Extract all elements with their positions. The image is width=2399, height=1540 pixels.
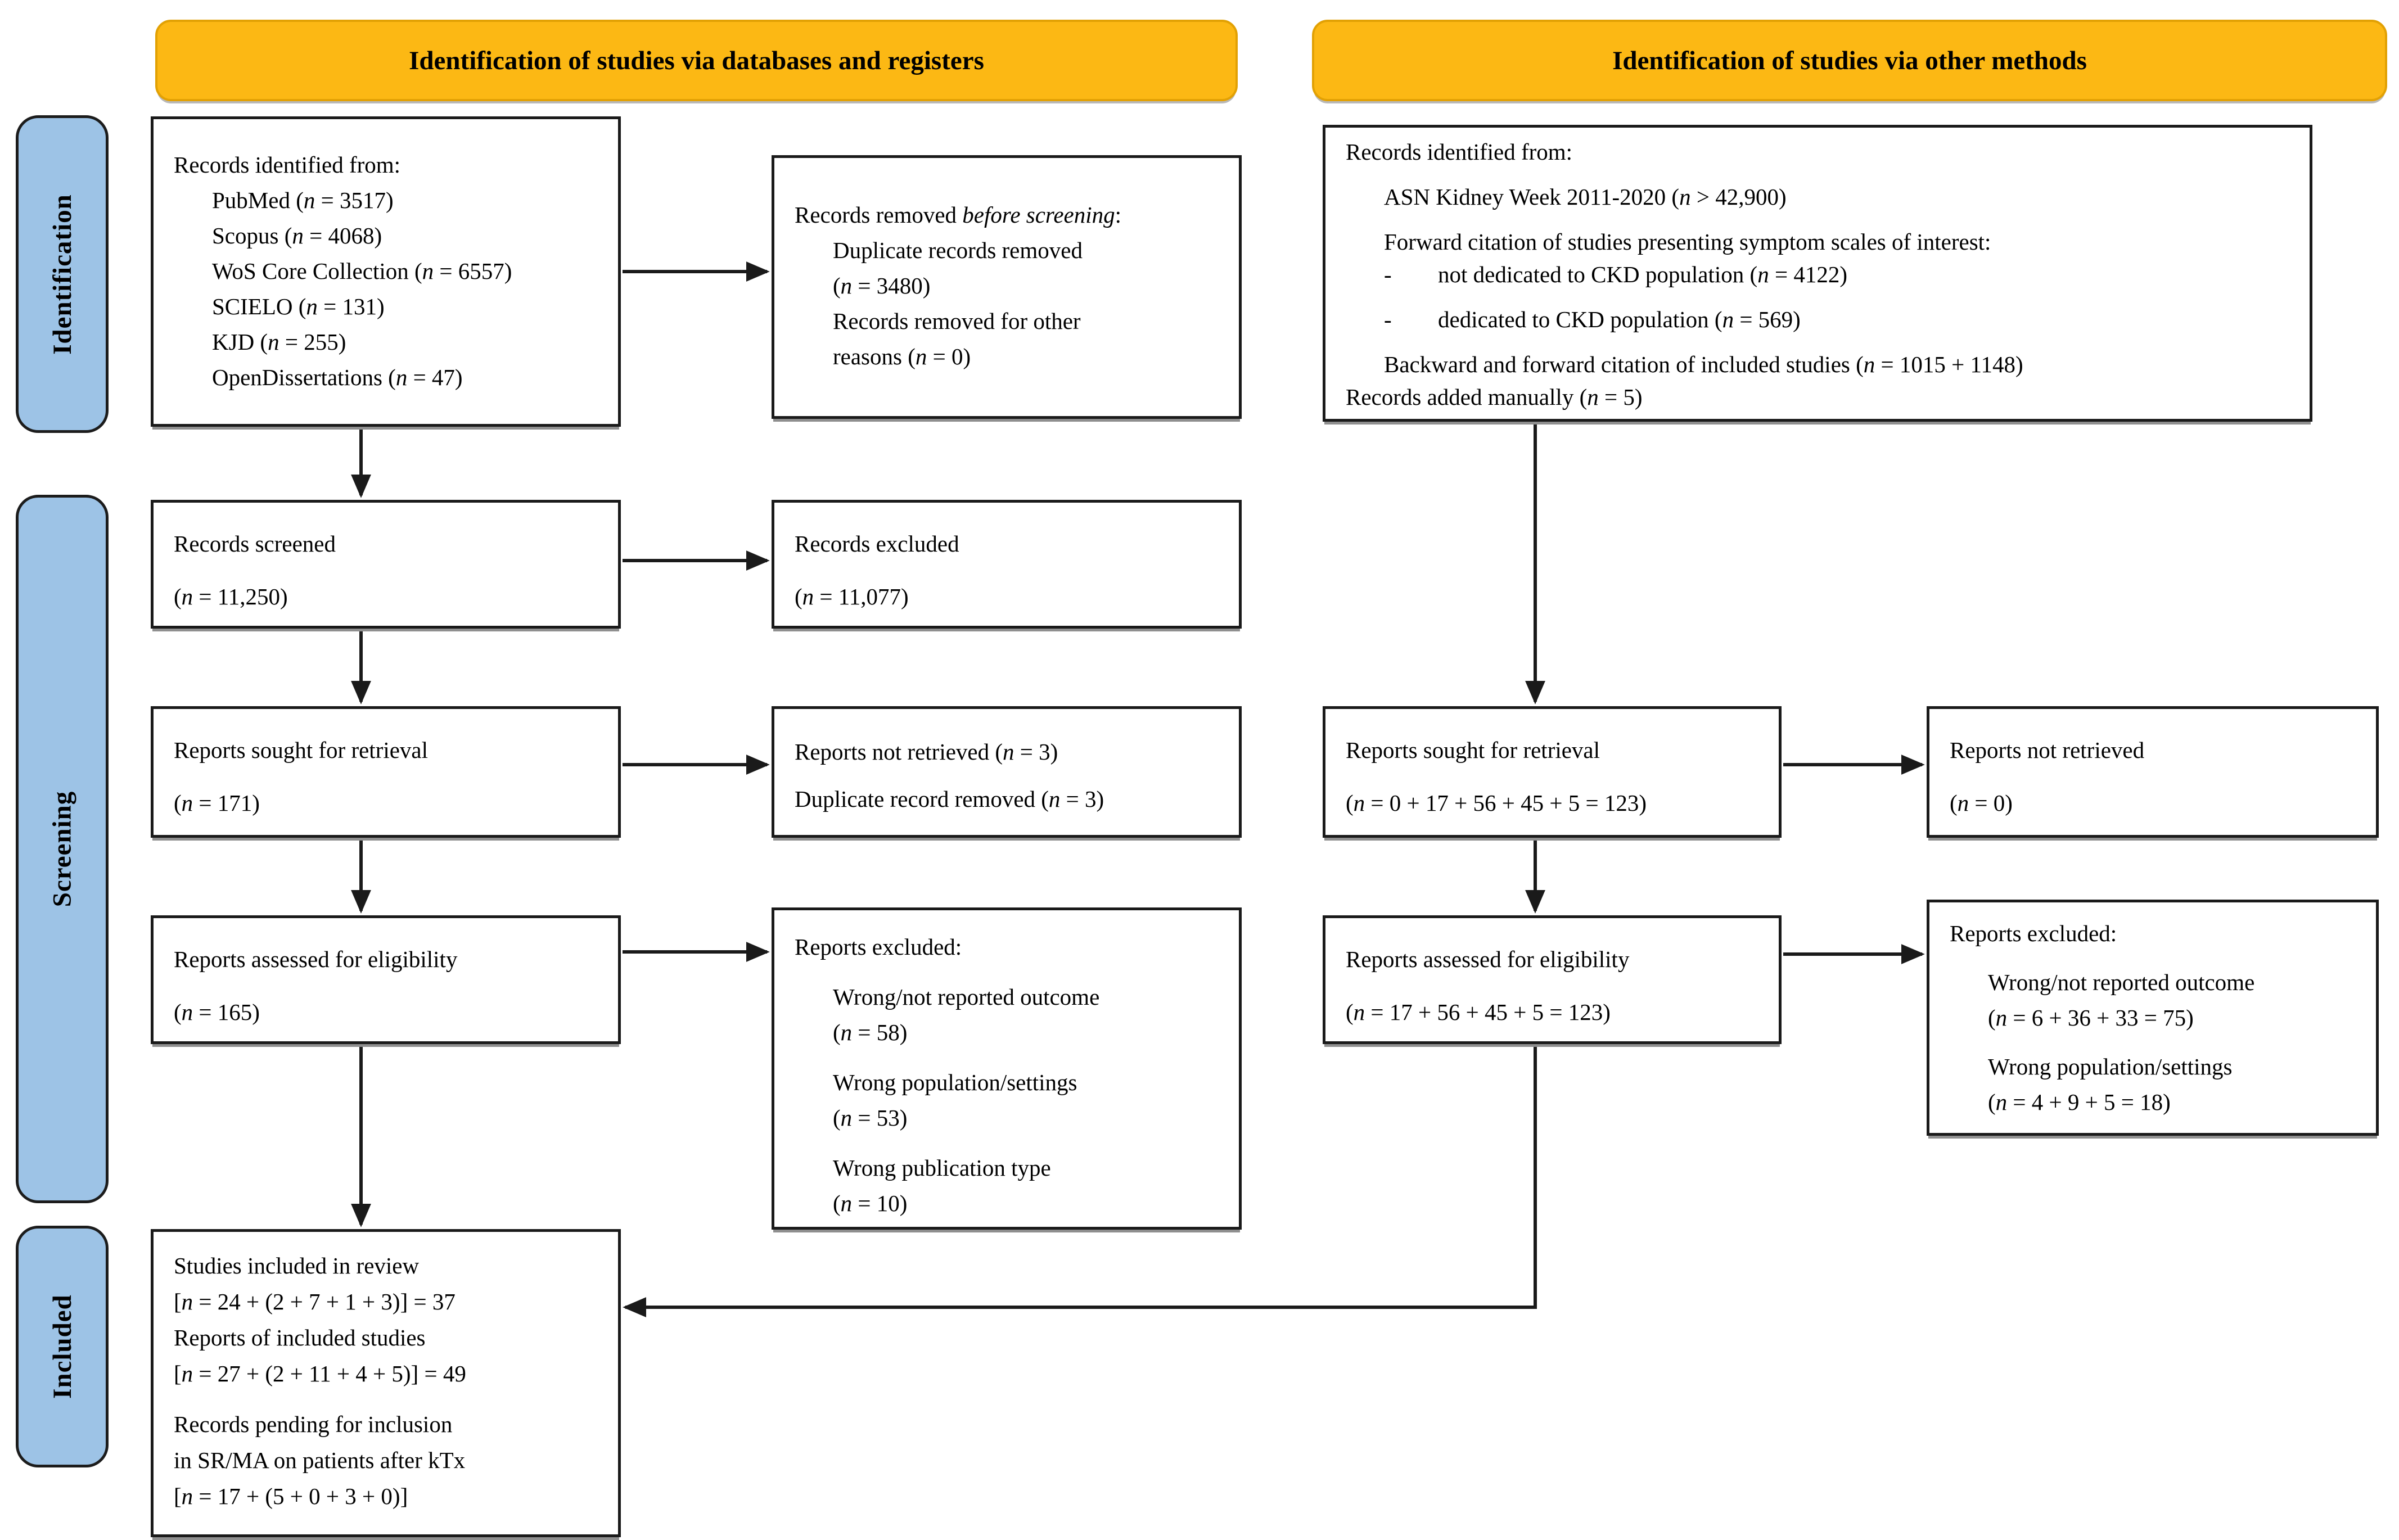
bullet-text: dedicated to CKD population (n = 569) — [1438, 306, 1801, 332]
box-reports-assessed-eligibility: Reports assessed for eligibility (n = 165… — [151, 915, 621, 1044]
box-reports-not-retrieved: Reports not retrieved (n = 3) Duplicate r… — [772, 706, 1242, 838]
text-line: (n = 4 + 9 + 5 = 18) — [1988, 1089, 2171, 1115]
text-line: WoS Core Collection (n = 6557) — [212, 258, 512, 284]
text-line: Backward and forward citation of include… — [1384, 351, 2023, 377]
text-line: Reports excluded: — [795, 934, 962, 960]
text-line: SCIELO (n = 131) — [212, 293, 385, 319]
text-line: reasons (n = 0) — [833, 344, 971, 369]
header-other-methods: Identification of studies via other meth… — [1312, 20, 2387, 101]
text-line: Duplicate records removed — [833, 237, 1083, 263]
text-line: Records added manually (n = 5) — [1346, 384, 1643, 410]
box-records-screened: Records screened (n = 11,250) — [151, 500, 621, 629]
text-line: Reports not retrieved — [1950, 737, 2145, 763]
box-reports-excluded: Reports excluded: Wrong/not reported outc… — [772, 907, 1242, 1230]
text-line: (n = 0 + 17 + 56 + 45 + 5 = 123) — [1346, 790, 1647, 816]
text-line: Reports excluded: — [1950, 920, 2117, 946]
text-line: (n = 53) — [833, 1105, 908, 1131]
text-line: - dedicated to CKD population (n = 569) — [1346, 303, 2295, 336]
text-line: Records identified from: — [1346, 139, 1573, 165]
text-line: (n = 165) — [174, 999, 260, 1025]
text-line: (n = 6 + 36 + 33 = 75) — [1988, 1005, 2194, 1031]
text-line: Studies included in review — [174, 1253, 420, 1279]
text-line: Records removed before screening: — [795, 202, 1122, 228]
text-line: in SR/MA on patients after kTx — [174, 1447, 466, 1473]
box-records-identified-databases: Records identified from: PubMed (n = 3517… — [151, 116, 621, 427]
dash-bullet: - — [1384, 261, 1392, 287]
text-line: [n = 17 + (5 + 0 + 3 + 0)] — [174, 1483, 408, 1509]
text-line: [n = 24 + (2 + 7 + 1 + 3)] = 37 — [174, 1289, 456, 1315]
box-studies-included: Studies included in review [n = 24 + (2 +… — [151, 1229, 621, 1537]
text-line: - not dedicated to CKD population (n = 41… — [1346, 258, 2295, 291]
text-line: PubMed (n = 3517) — [212, 187, 394, 213]
text-line: (n = 171) — [174, 790, 260, 816]
text-line: (n = 11,077) — [795, 584, 909, 609]
stage-label-text: Identification — [47, 193, 77, 355]
stage-label-included: Included — [16, 1226, 109, 1467]
text-line: Reports sought for retrieval — [1346, 737, 1600, 763]
text-line: OpenDissertations (n = 47) — [212, 364, 463, 390]
text-line: Records excluded — [795, 531, 959, 557]
text-line: Reports not retrieved (n = 3) — [795, 739, 1058, 765]
text-line: Duplicate record removed (n = 3) — [795, 786, 1104, 812]
text-line: Reports of included studies — [174, 1325, 426, 1351]
header-databases-registers: Identification of studies via databases … — [155, 20, 1238, 101]
text-line: Wrong population/settings — [833, 1069, 1077, 1095]
text-line: Reports sought for retrieval — [174, 737, 429, 763]
text-line: Scopus (n = 4068) — [212, 223, 382, 249]
box-records-excluded: Records excluded (n = 11,077) — [772, 500, 1242, 629]
stage-label-screening: Screening — [16, 495, 109, 1203]
box-reports-sought-retrieval: Reports sought for retrieval (n = 171) — [151, 706, 621, 838]
text-line: Reports assessed for eligibility — [1346, 946, 1630, 972]
text-line: Wrong/not reported outcome — [1988, 969, 2255, 995]
text-line: Records pending for inclusion — [174, 1411, 453, 1437]
text-line: (n = 58) — [833, 1019, 908, 1045]
text-line: (n = 17 + 56 + 45 + 5 = 123) — [1346, 999, 1611, 1025]
box-other-reports-excluded: Reports excluded: Wrong/not reported outc… — [1927, 900, 2379, 1136]
text-line: [n = 27 + (2 + 11 + 4 + 5)] = 49 — [174, 1361, 466, 1387]
text-line: (n = 0) — [1950, 790, 2013, 816]
box-records-removed-before-screening: Records removed before screening: Duplica… — [772, 155, 1242, 419]
text-line: (n = 11,250) — [174, 584, 288, 609]
dash-bullet: - — [1384, 306, 1392, 332]
text-line: Wrong population/settings — [1988, 1054, 2233, 1080]
stage-label-identification: Identification — [16, 115, 109, 433]
text-line: Records identified from: — [174, 152, 401, 178]
text-line: Forward citation of studies presenting s… — [1384, 229, 1991, 255]
bullet-text: not dedicated to CKD population (n = 412… — [1438, 261, 1847, 287]
text-line: Wrong/not reported outcome — [833, 984, 1100, 1010]
text-line: Reports assessed for eligibility — [174, 946, 458, 972]
stage-label-text: Included — [47, 1294, 77, 1399]
text-line: (n = 3480) — [833, 273, 931, 299]
box-records-identified-other-methods: Records identified from: ASN Kidney Week … — [1323, 125, 2312, 422]
text-line: Wrong publication type — [833, 1155, 1051, 1181]
text-line: KJD (n = 255) — [212, 329, 346, 355]
text-line: Records removed for other — [833, 308, 1081, 334]
box-other-reports-sought-retrieval: Reports sought for retrieval (n = 0 + 17 … — [1323, 706, 1782, 838]
text-line: ASN Kidney Week 2011-2020 (n > 42,900) — [1384, 184, 1787, 210]
box-other-reports-not-retrieved: Reports not retrieved (n = 0) — [1927, 706, 2379, 838]
text-line: (n = 10) — [833, 1190, 908, 1216]
stage-label-text: Screening — [47, 791, 77, 907]
box-other-reports-assessed-eligibility: Reports assessed for eligibility (n = 17 … — [1323, 915, 1782, 1044]
text-line: Records screened — [174, 531, 336, 557]
